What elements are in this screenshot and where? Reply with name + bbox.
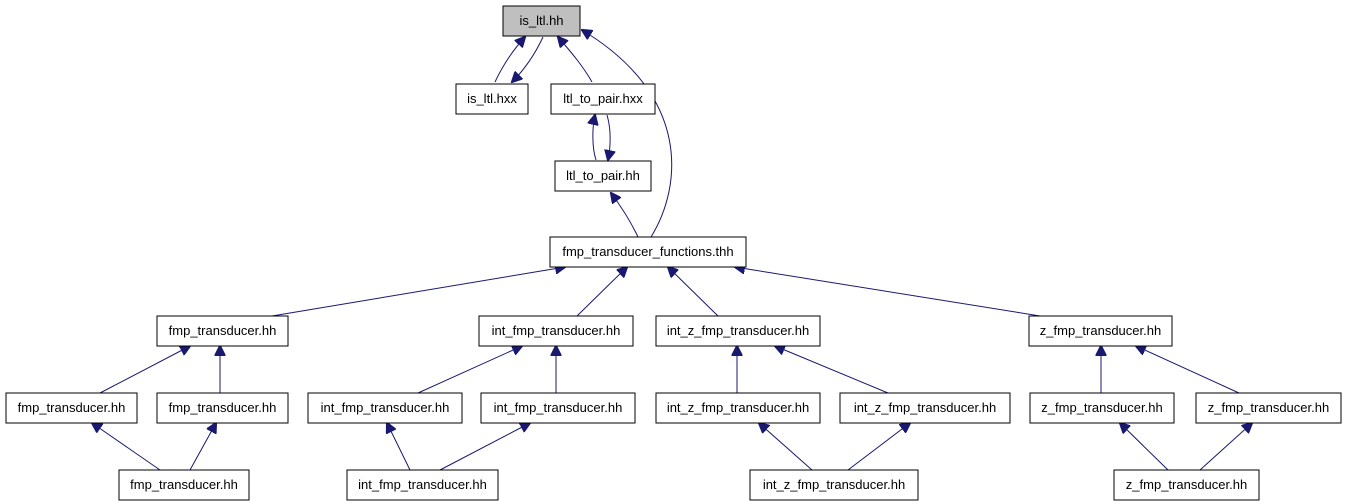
svg-text:is_ltl.hh: is_ltl.hh <box>519 13 563 28</box>
svg-text:fmp_transducer.hh: fmp_transducer.hh <box>169 400 277 415</box>
svg-text:z_fmp_transducer.hh: z_fmp_transducer.hh <box>1041 400 1162 415</box>
svg-text:ltl_to_pair.hh: ltl_to_pair.hh <box>566 168 640 183</box>
edge-fmp_tf_thh-to-is_ltl_hh <box>582 30 673 238</box>
edge-z_fmp_l2b-to-z_fmp_l1 <box>1136 346 1240 394</box>
node-int-fmp-transducer-hh-l1[interactable]: int_fmp_transducer.hh <box>478 315 634 347</box>
node-ltl-to-pair-hh[interactable]: ltl_to_pair.hh <box>554 160 652 192</box>
node-int-fmp-transducer-hh-l2b[interactable]: int_fmp_transducer.hh <box>480 392 636 424</box>
edge-is_ltl_hxx-to-is_ltl_hh <box>494 37 525 83</box>
node-is-ltl-hh[interactable]: is_ltl.hh <box>502 5 581 37</box>
node-int-z-fmp-transducer-hh-l2b[interactable]: int_z_fmp_transducer.hh <box>839 392 1011 424</box>
svg-text:ltl_to_pair.hxx: ltl_to_pair.hxx <box>563 91 643 106</box>
svg-text:int_fmp_transducer.hh: int_fmp_transducer.hh <box>321 400 450 415</box>
edge-ltl_to_pair_hxx-to-ltl_to_pair_hh <box>607 114 610 160</box>
svg-text:z_fmp_transducer.hh: z_fmp_transducer.hh <box>1208 400 1329 415</box>
edge-fmp_l3-to-fmp_l2b <box>189 423 216 471</box>
edge-is_ltl_hh-to-is_ltl_hxx <box>512 36 544 82</box>
svg-text:int_z_fmp_transducer.hh: int_z_fmp_transducer.hh <box>667 400 809 415</box>
edge-int_z_l1-to-fmp_tf_thh <box>668 267 719 317</box>
node-fmp-transducer-hh-l2a[interactable]: fmp_transducer.hh <box>5 392 138 424</box>
edge-int_z_l3-to-int_z_l2b <box>847 423 910 471</box>
node-z-fmp-transducer-hh-l2a[interactable]: z_fmp_transducer.hh <box>1029 392 1175 424</box>
edge-z_fmp_l3-to-z_fmp_l2b <box>1199 423 1252 471</box>
edge-int_z_l2b-to-int_z_l1 <box>775 346 889 394</box>
node-int-z-fmp-transducer-hh-l3[interactable]: int_z_fmp_transducer.hh <box>749 469 919 501</box>
edge-int_fmp_l1-to-fmp_tf_thh <box>576 267 627 317</box>
edge-int_fmp_l3-to-int_fmp_l2b <box>439 423 530 471</box>
edge-z_fmp_l1-to-fmp_tf_thh <box>735 267 1041 317</box>
svg-text:z_fmp_transducer.hh: z_fmp_transducer.hh <box>1040 323 1161 338</box>
edge-z_fmp_l3-to-z_fmp_l2a <box>1120 423 1169 471</box>
svg-text:is_ltl.hxx: is_ltl.hxx <box>467 91 517 106</box>
node-fmp-transducer-hh-l3[interactable]: fmp_transducer.hh <box>118 469 250 501</box>
node-fmp-transducer-hh-l1[interactable]: fmp_transducer.hh <box>156 315 289 347</box>
edge-fmp_tf_thh-to-ltl_to_pair_hh <box>611 193 639 238</box>
node-int-fmp-transducer-hh-l2a[interactable]: int_fmp_transducer.hh <box>307 392 463 424</box>
svg-text:fmp_transducer_functions.thh: fmp_transducer_functions.thh <box>562 244 733 259</box>
edge-int_z_l3-to-int_z_l2a <box>759 423 813 471</box>
svg-text:int_z_fmp_transducer.hh: int_z_fmp_transducer.hh <box>854 400 996 415</box>
edge-fmp_l2a-to-fmp_l1 <box>99 346 190 394</box>
svg-text:int_fmp_transducer.hh: int_fmp_transducer.hh <box>494 400 623 415</box>
node-fmp-transducer-functions-thh[interactable]: fmp_transducer_functions.thh <box>549 236 747 268</box>
svg-text:fmp_transducer.hh: fmp_transducer.hh <box>18 400 126 415</box>
svg-text:fmp_transducer.hh: fmp_transducer.hh <box>130 477 238 492</box>
nodes: is_ltl.hh is_ltl.hxx ltl_to_pair.hxx ltl… <box>5 5 1342 501</box>
svg-text:int_fmp_transducer.hh: int_fmp_transducer.hh <box>358 477 487 492</box>
edge-int_fmp_l2a-to-int_fmp_l1 <box>417 346 522 394</box>
edge-fmp_l3-to-fmp_l2a <box>92 423 161 471</box>
edge-fmp_l1-to-fmp_tf_thh <box>271 267 565 317</box>
svg-text:fmp_transducer.hh: fmp_transducer.hh <box>169 323 277 338</box>
edge-ltl_to_pair_hxx-to-is_ltl_hh <box>558 37 593 83</box>
node-z-fmp-transducer-hh-l1[interactable]: z_fmp_transducer.hh <box>1028 315 1173 347</box>
node-ltl-to-pair-hxx[interactable]: ltl_to_pair.hxx <box>550 83 656 115</box>
node-z-fmp-transducer-hh-l3[interactable]: z_fmp_transducer.hh <box>1113 469 1260 501</box>
edge-int_fmp_l3-to-int_fmp_l2a <box>387 423 411 471</box>
node-int-z-fmp-transducer-hh-l1[interactable]: int_z_fmp_transducer.hh <box>655 315 821 347</box>
node-fmp-transducer-hh-l2b[interactable]: fmp_transducer.hh <box>156 392 289 424</box>
svg-text:int_fmp_transducer.hh: int_fmp_transducer.hh <box>492 323 621 338</box>
svg-text:z_fmp_transducer.hh: z_fmp_transducer.hh <box>1126 477 1247 492</box>
svg-text:int_z_fmp_transducer.hh: int_z_fmp_transducer.hh <box>667 323 809 338</box>
edge-ltl_to_pair_hh-to-ltl_to_pair_hxx <box>593 115 596 161</box>
node-int-z-fmp-transducer-hh-l2a[interactable]: int_z_fmp_transducer.hh <box>655 392 821 424</box>
svg-text:int_z_fmp_transducer.hh: int_z_fmp_transducer.hh <box>763 477 905 492</box>
node-int-fmp-transducer-hh-l3[interactable]: int_fmp_transducer.hh <box>346 469 499 501</box>
edges <box>92 30 1252 471</box>
node-is-ltl-hxx[interactable]: is_ltl.hxx <box>455 83 529 115</box>
node-z-fmp-transducer-hh-l2b[interactable]: z_fmp_transducer.hh <box>1195 392 1342 424</box>
